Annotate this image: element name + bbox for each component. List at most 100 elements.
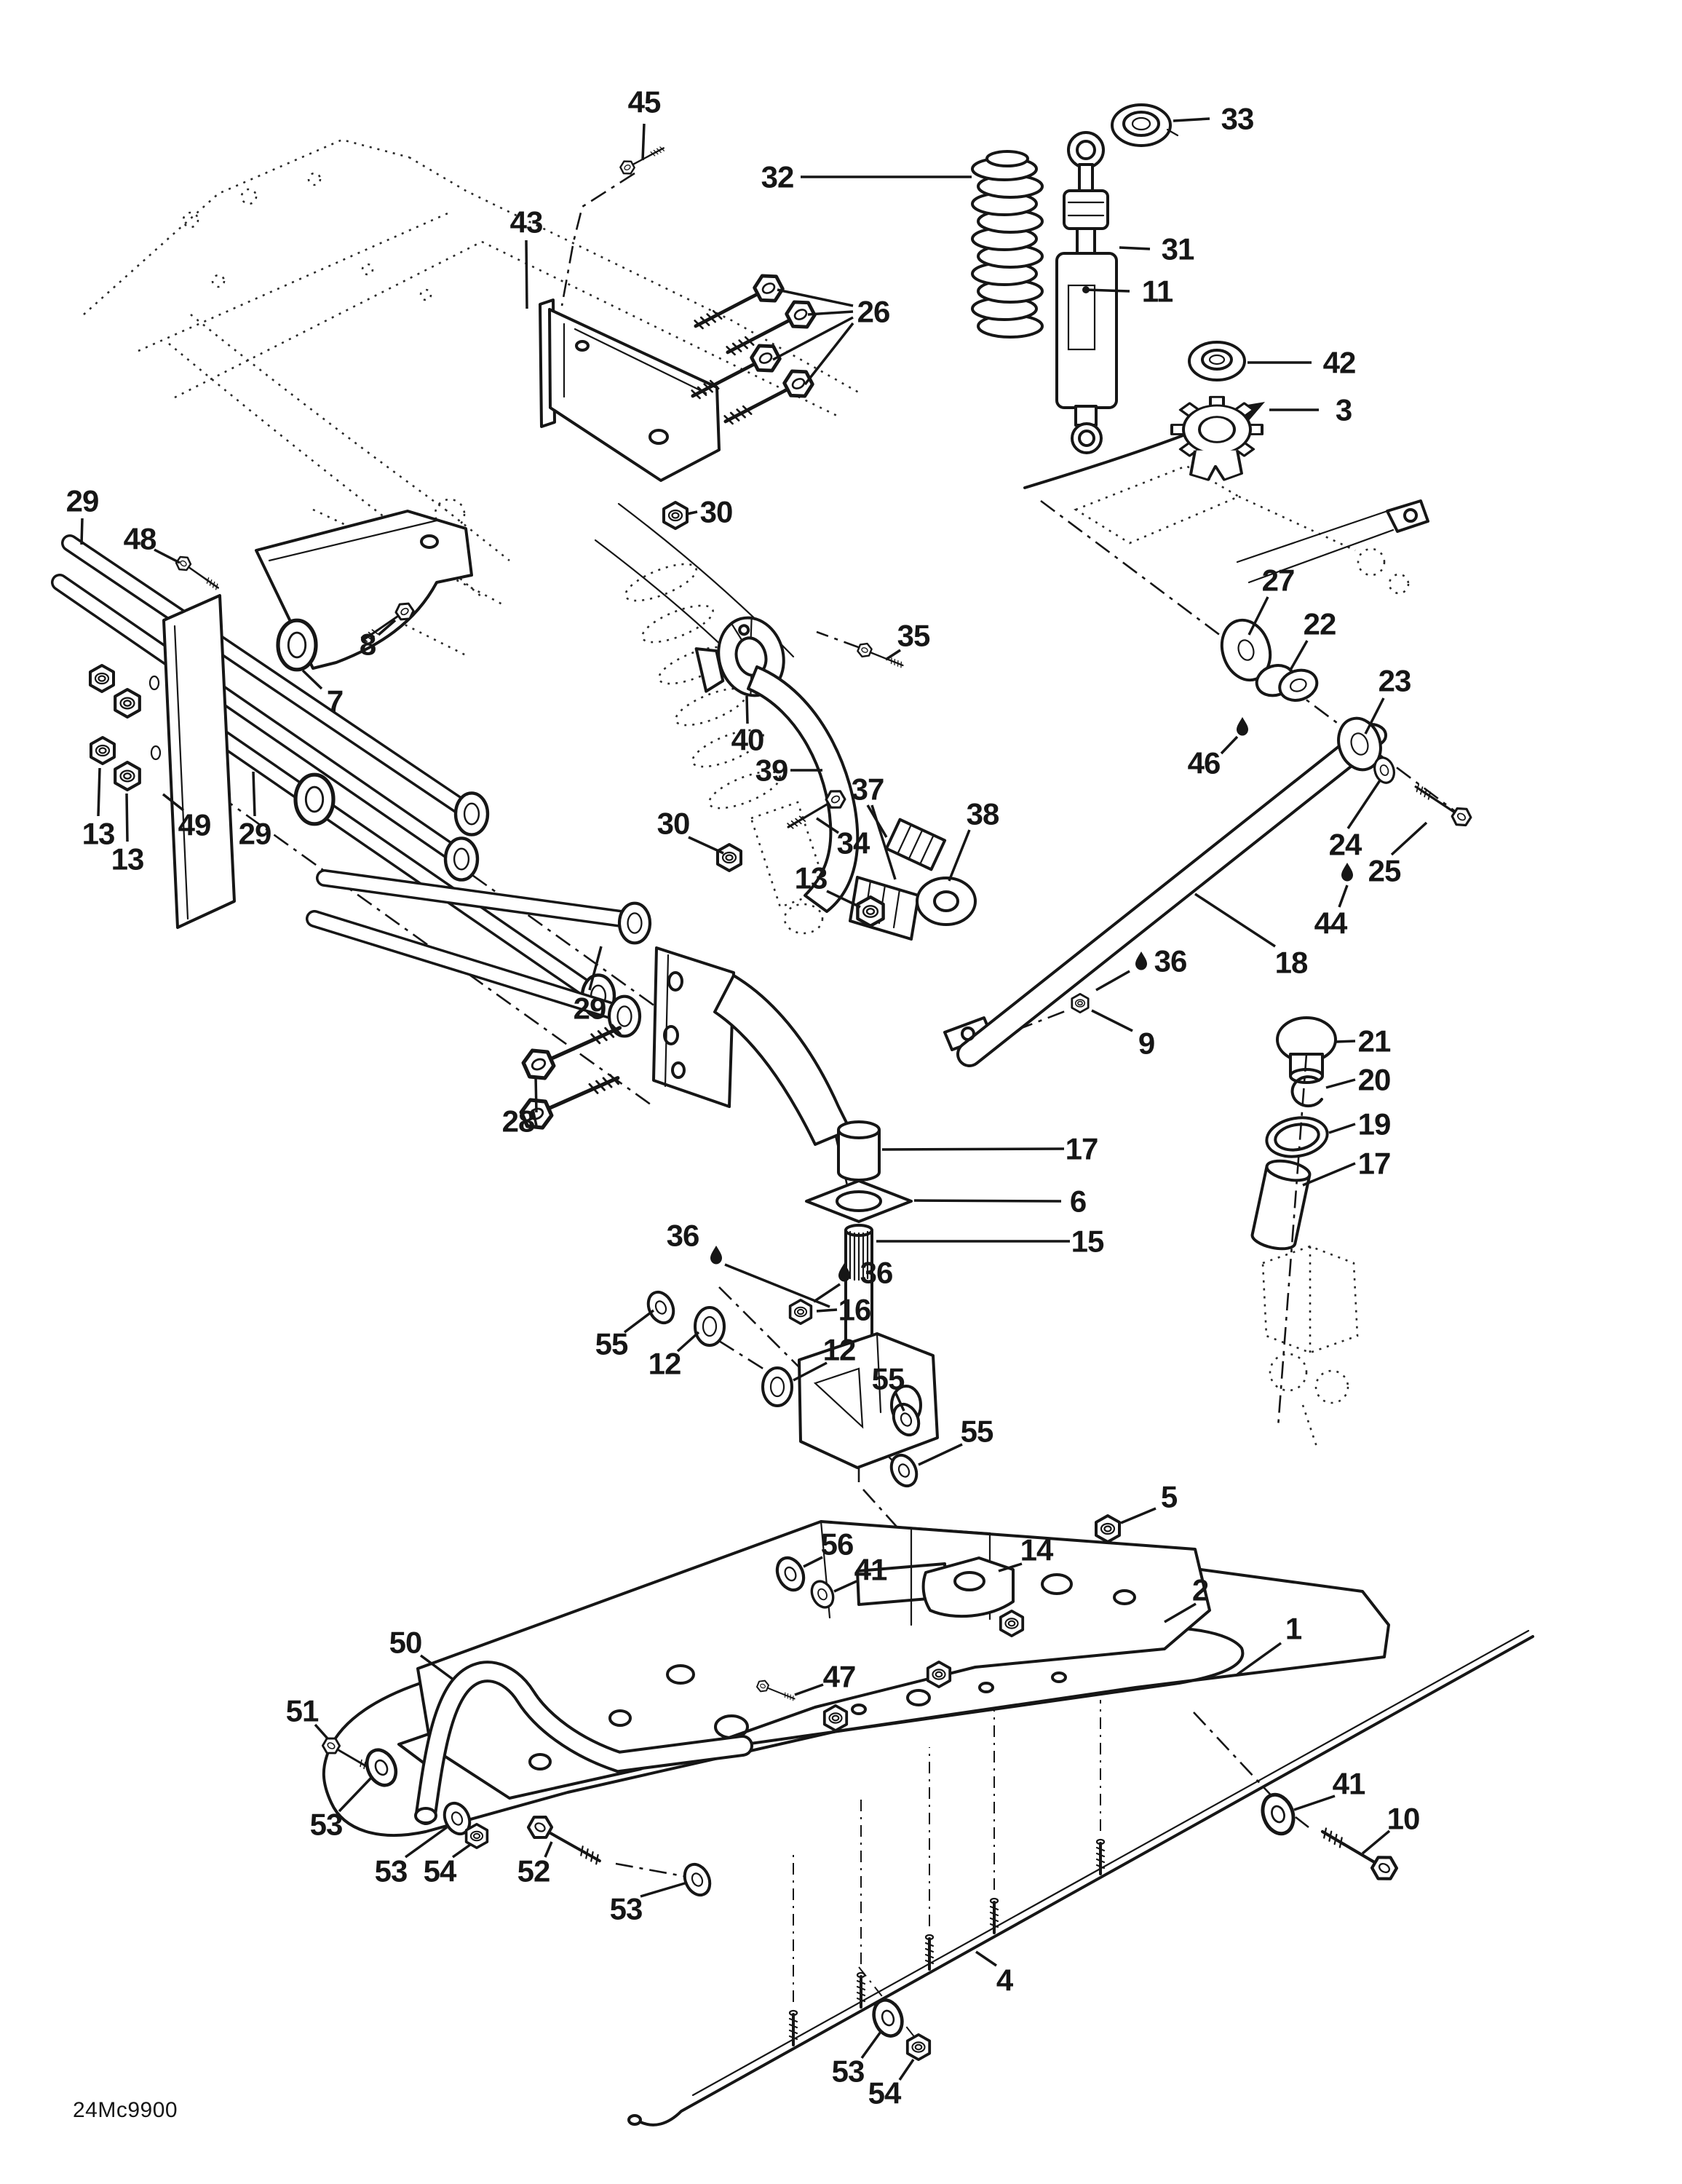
leader-line-17 xyxy=(1302,1162,1356,1187)
leader-line-22 xyxy=(1288,640,1309,672)
swing-arm-39 xyxy=(747,665,860,913)
leader-line-48 xyxy=(154,548,181,564)
coil-spring-32 xyxy=(971,150,1044,339)
leader-line-25 xyxy=(1390,821,1428,856)
nut-30 xyxy=(662,501,689,530)
leader-line-46 xyxy=(1220,735,1239,755)
leader-line-37 xyxy=(870,804,897,880)
callout-13: 13 xyxy=(795,861,828,895)
leader-line-18 xyxy=(1194,893,1276,948)
callout-29: 29 xyxy=(239,817,271,851)
leader-line-5 xyxy=(1120,1507,1157,1524)
shock-absorber-31 xyxy=(1055,131,1118,454)
figure-code: 24Mc9900 xyxy=(73,2098,178,2122)
bushing-12 xyxy=(761,1366,793,1407)
callout-51: 51 xyxy=(286,1694,319,1728)
callout-21: 21 xyxy=(1358,1024,1391,1059)
washer-55 xyxy=(642,1286,680,1329)
leader-line-26 xyxy=(772,316,854,361)
runner-stud xyxy=(924,1934,935,1971)
saddle-nut xyxy=(822,1704,849,1733)
leader-line-55 xyxy=(894,1391,905,1412)
leader-line-36 xyxy=(1095,970,1130,992)
callout-36: 36 xyxy=(860,1256,893,1290)
plate-bushing xyxy=(278,620,316,670)
callout-55: 55 xyxy=(595,1327,628,1361)
suspension-rods-29 xyxy=(51,534,614,1017)
callout-53: 53 xyxy=(610,1892,643,1926)
spindle-stack xyxy=(642,1120,939,1492)
callout-15: 15 xyxy=(1071,1224,1104,1259)
bushing-17 xyxy=(837,1120,881,1182)
swing-arm-18 xyxy=(943,723,1387,1067)
leader-line-54 xyxy=(898,2059,915,2081)
callout-18: 18 xyxy=(1275,946,1308,980)
leader-line-30 xyxy=(688,836,724,855)
callout-34: 34 xyxy=(837,826,870,860)
bushing-17-right xyxy=(1250,1159,1312,1251)
lubricant-drop-icon xyxy=(1237,717,1248,736)
callout-20: 20 xyxy=(1358,1063,1391,1097)
callout-17: 17 xyxy=(1358,1147,1391,1181)
callout-36: 36 xyxy=(667,1219,699,1253)
callout-22: 22 xyxy=(1304,607,1336,641)
leader-line-13 xyxy=(826,890,861,909)
leader-line-44 xyxy=(1338,885,1349,908)
callout-23: 23 xyxy=(1378,664,1411,698)
spring-stop-3 xyxy=(1170,395,1264,481)
leader-line-43 xyxy=(525,240,528,309)
leader-line-53 xyxy=(860,2030,882,2060)
leader-line-13 xyxy=(97,767,101,817)
callout-49: 49 xyxy=(178,808,211,842)
leader-line-55 xyxy=(918,1443,963,1466)
callout-13: 13 xyxy=(82,817,115,851)
ring-19 xyxy=(1265,1116,1329,1158)
attachment-clamp-14 xyxy=(921,1556,1015,1618)
callout-10: 10 xyxy=(1387,1802,1420,1836)
callout-33: 33 xyxy=(1221,102,1254,136)
callout-36: 36 xyxy=(1154,944,1187,978)
leader-line-41 xyxy=(833,1580,857,1593)
callout-5: 5 xyxy=(1161,1480,1178,1514)
callout-55: 55 xyxy=(961,1415,993,1449)
callout-48: 48 xyxy=(124,522,156,556)
leader-line-30 xyxy=(686,510,698,515)
spacer-22 xyxy=(1255,664,1319,702)
spring-cap-42 xyxy=(1188,341,1246,381)
runner-4 xyxy=(627,1629,1534,2126)
callout-3: 3 xyxy=(1336,393,1352,427)
arm-end-hardware xyxy=(1220,618,1475,831)
leader-line-36 xyxy=(813,1283,841,1303)
leader-line-51 xyxy=(314,1723,329,1740)
callout-32: 32 xyxy=(761,160,794,194)
leader-line-53 xyxy=(404,1826,448,1859)
leader-line-17 xyxy=(881,1147,1065,1151)
rod-bushing xyxy=(456,793,488,834)
leader-line-29 xyxy=(252,771,256,817)
bolt-25 xyxy=(1409,778,1475,831)
hex-nut xyxy=(90,736,116,765)
nut-9 xyxy=(1071,993,1090,1013)
lubricant-drop-icon xyxy=(710,1246,722,1265)
ski-handle-50 xyxy=(414,1661,753,1825)
leader-line-20 xyxy=(1325,1078,1356,1089)
washer-41 xyxy=(1258,1790,1298,1837)
leader-line-55 xyxy=(623,1309,655,1334)
leader-line-16 xyxy=(816,1308,838,1313)
runner-stud xyxy=(856,1971,866,2009)
leader-line-29 xyxy=(588,946,603,991)
leader-line-11 xyxy=(1085,288,1130,293)
callout-12: 12 xyxy=(823,1333,856,1367)
leader-line-47 xyxy=(794,1683,824,1696)
bushing-12 xyxy=(694,1306,726,1347)
callout-26: 26 xyxy=(857,295,890,329)
callout-54: 54 xyxy=(424,1854,457,1888)
callout-39: 39 xyxy=(755,753,788,788)
square-plate-6 xyxy=(805,1179,913,1223)
callout-29: 29 xyxy=(574,992,606,1026)
rod-bushing xyxy=(619,903,650,943)
nut-54 xyxy=(905,2033,932,2062)
callout-25: 25 xyxy=(1368,854,1401,888)
leader-line-54 xyxy=(451,1843,472,1859)
